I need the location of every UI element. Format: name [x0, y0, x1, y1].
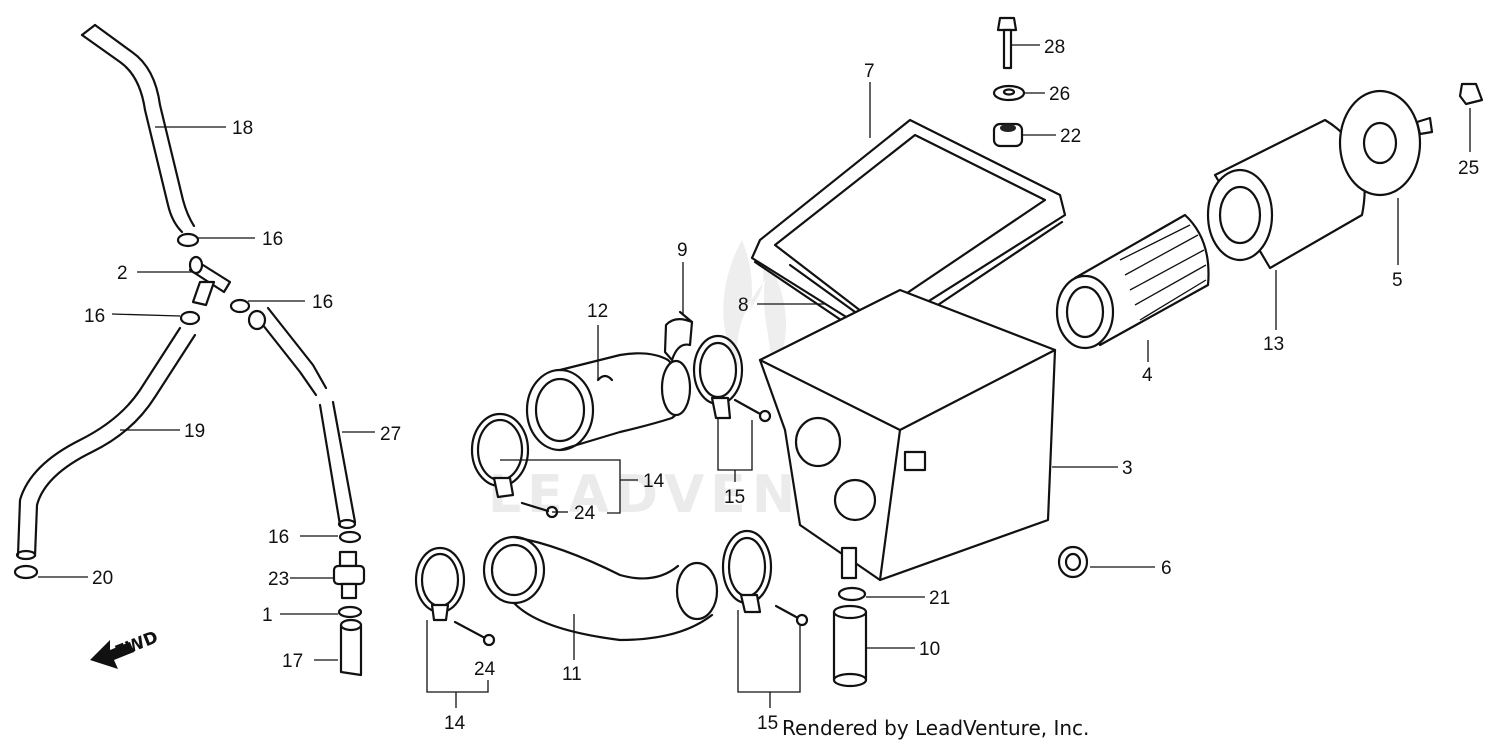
callout-8: 8	[738, 295, 749, 316]
tee-joint-2	[188, 255, 232, 307]
callout-15: 15	[724, 487, 745, 508]
callout-2: 2	[117, 263, 128, 284]
screw-15-lower	[774, 604, 809, 627]
clamp-16-right	[229, 298, 251, 314]
callout-16: 16	[312, 292, 333, 313]
callout-24: 24	[574, 503, 596, 524]
callout-3: 3	[1122, 458, 1133, 479]
callout-17: 17	[282, 651, 303, 672]
clamp-band-15-lower	[721, 529, 773, 614]
callout-27: 27	[380, 424, 401, 445]
callout-12: 12	[587, 301, 608, 322]
svg-text:FWD: FWD	[112, 627, 161, 662]
cover-7	[750, 118, 1067, 337]
callout-5: 5	[1392, 270, 1403, 291]
drain-tube-17	[339, 618, 363, 677]
nut-25	[1458, 82, 1484, 106]
callout-14: 14	[643, 471, 665, 492]
callout-24: 24	[474, 659, 496, 680]
clamp-21	[837, 586, 867, 602]
fwd-arrow: FWD	[90, 627, 161, 669]
callout-21: 21	[929, 588, 950, 609]
clamp-16-top	[176, 232, 200, 248]
clamp-1	[337, 605, 363, 619]
callout-9: 9	[677, 240, 688, 261]
clamp-band-14-lower	[414, 546, 466, 622]
callout-26: 26	[1049, 84, 1070, 105]
bolt-28	[996, 16, 1018, 70]
callout-1: 1	[262, 605, 273, 626]
callout-16: 16	[262, 229, 283, 250]
drain-tube-10	[832, 604, 868, 688]
callout-13: 13	[1263, 334, 1284, 355]
callout-7: 7	[864, 61, 875, 82]
screw-15-upper	[733, 398, 772, 423]
callout-4: 4	[1142, 365, 1153, 386]
callout-11: 11	[562, 664, 582, 685]
callout-28: 28	[1044, 37, 1065, 58]
clamp-band-14-upper	[470, 412, 530, 499]
callout-labels: 18 16 2 16 16 19 27 16 20 23 1 17 12 9 8…	[84, 37, 1479, 734]
callout-22: 22	[1060, 126, 1081, 147]
callout-6: 6	[1161, 558, 1172, 579]
filter-frame-4	[1055, 213, 1210, 350]
clamp-band-15-upper	[692, 334, 744, 420]
callout-16: 16	[268, 527, 289, 548]
clamp-9	[663, 310, 694, 362]
connecting-tube-11	[482, 535, 719, 642]
hose-27	[247, 306, 357, 530]
callout-14: 14	[444, 713, 466, 734]
grommet-22	[992, 122, 1024, 148]
callout-23: 23	[268, 569, 289, 590]
callout-18: 18	[232, 118, 253, 139]
intake-tube-12	[525, 352, 692, 452]
screw-24-lower	[453, 620, 496, 647]
callout-20: 20	[92, 568, 113, 589]
callout-25: 25	[1458, 158, 1479, 179]
hose-18	[80, 23, 196, 234]
grommet-6	[1057, 545, 1089, 579]
drain-plug-23	[332, 550, 366, 600]
filter-cap-5	[1338, 89, 1434, 197]
air-filter-13	[1206, 118, 1366, 270]
callout-10: 10	[919, 639, 940, 660]
clamp-16-lower	[338, 530, 362, 544]
callout-15: 15	[757, 713, 778, 734]
callout-19: 19	[184, 421, 205, 442]
clamp-16-left	[179, 310, 201, 326]
callout-16: 16	[84, 306, 105, 327]
hose-19	[15, 326, 197, 561]
washer-26	[992, 84, 1026, 102]
clamp-20	[13, 564, 39, 580]
leader-lines	[38, 44, 1471, 708]
render-credit: Rendered by LeadVenture, Inc.	[782, 716, 1090, 740]
air-box-case-3	[758, 288, 1057, 582]
